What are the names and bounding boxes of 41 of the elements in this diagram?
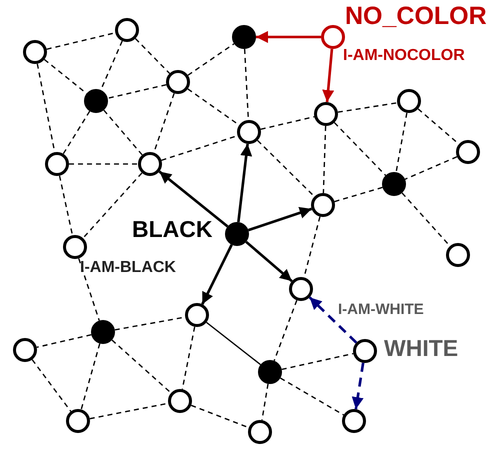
connector-line	[62, 110, 90, 154]
connector-line	[404, 156, 458, 180]
node-label: WHITE	[384, 337, 458, 360]
node-label: I-AM-NOCOLOR	[343, 48, 465, 64]
connector-line	[112, 340, 172, 394]
connector-line	[69, 163, 138, 165]
connector-line	[274, 300, 298, 361]
connector-line	[190, 404, 250, 428]
connector-line	[161, 135, 238, 161]
node-label: BLACK	[132, 218, 212, 241]
arrow	[201, 244, 233, 305]
connector-line	[90, 402, 168, 420]
arrow	[245, 240, 293, 282]
text-label: I-AM-BLACK	[80, 260, 176, 276]
arrow	[352, 362, 364, 410]
connector-line	[282, 352, 354, 370]
connector-line	[396, 112, 408, 172]
node-label: NO_COLOR	[345, 4, 487, 29]
connector-line	[108, 84, 166, 99]
arrow	[322, 48, 334, 102]
connector-line	[257, 140, 315, 198]
connector-line	[58, 176, 74, 236]
arrow	[256, 31, 321, 43]
connector-line	[82, 172, 142, 239]
connector-line	[103, 110, 143, 156]
connector-line	[322, 126, 326, 194]
arrow	[237, 144, 252, 222]
connector-line	[334, 186, 383, 202]
connector-line	[338, 102, 398, 113]
connector-line	[182, 326, 196, 390]
arrow	[248, 206, 312, 232]
connector-line	[78, 258, 100, 321]
connector-line	[36, 334, 92, 348]
arrow	[158, 170, 228, 228]
connector-line	[46, 32, 116, 50]
node-label: I-AM-WHITE	[338, 302, 424, 317]
connector-line	[80, 343, 100, 410]
connector-line	[261, 384, 269, 420]
connector-line	[260, 116, 314, 130]
arrow	[308, 296, 358, 344]
connector-line	[134, 38, 170, 74]
